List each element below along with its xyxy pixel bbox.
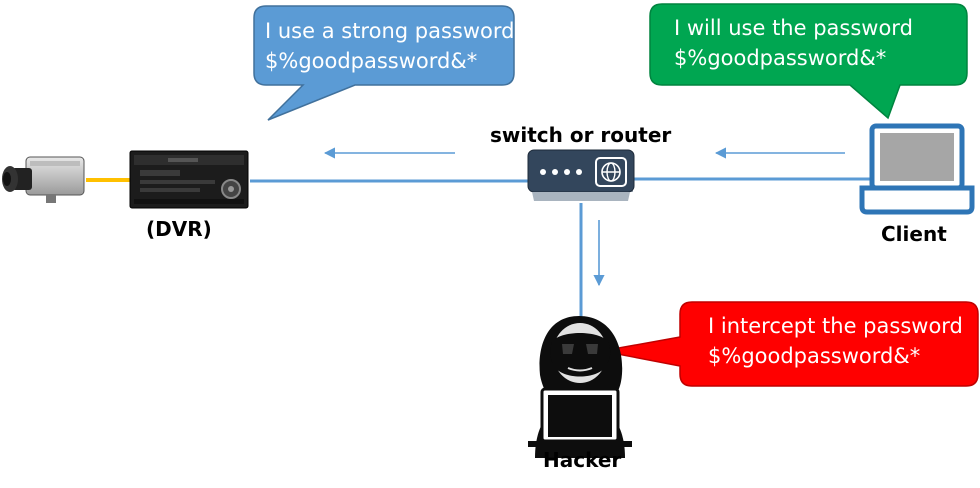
- dvr-bubble-text: I use a strong password $%goodpassword&*: [265, 16, 514, 76]
- hacker-bubble-text: I intercept the password $%goodpassword&…: [708, 311, 963, 371]
- router-icon: [527, 149, 635, 201]
- client-bubble-line2: $%goodpassword&*: [674, 46, 887, 70]
- dvr-bubble-line1: I use a strong password: [265, 19, 515, 43]
- client-speech-bubble: [649, 3, 968, 120]
- camera-icon: [2, 156, 85, 203]
- dvr-bubble-line2: $%goodpassword&*: [265, 49, 478, 73]
- router-label: switch or router: [490, 123, 672, 147]
- client-bubble-text: I will use the password $%goodpassword&*: [674, 13, 913, 73]
- dvr-icon: [129, 150, 249, 209]
- client-label: Client: [881, 222, 947, 246]
- laptop-icon: [859, 123, 975, 215]
- client-bubble-line1: I will use the password: [674, 16, 913, 40]
- dvr-speech-bubble: [253, 5, 515, 121]
- dvr-label: (DVR): [146, 217, 212, 241]
- hacker-speech-bubble: [601, 301, 979, 387]
- hacker-label: Hacker: [543, 448, 622, 472]
- hacker-bubble-line2: $%goodpassword&*: [708, 344, 921, 368]
- hacker-bubble-line1: I intercept the password: [708, 314, 963, 338]
- hacker-icon: [528, 316, 632, 458]
